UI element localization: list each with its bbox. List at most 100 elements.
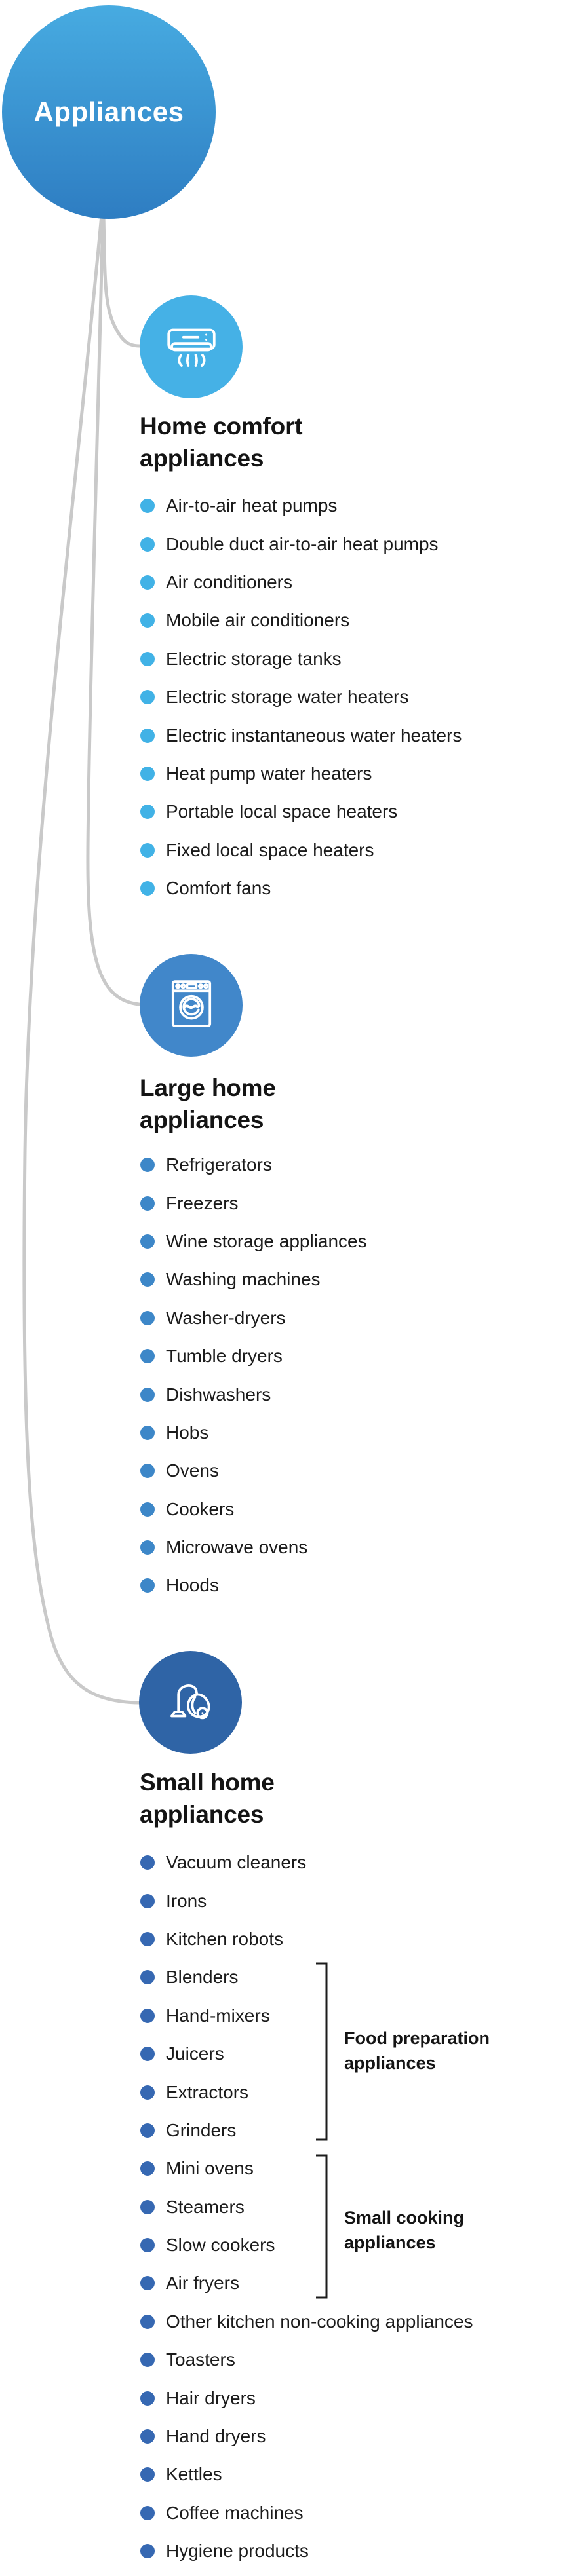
item-label: Steamers <box>166 2196 245 2217</box>
list-item: Portable local space heaters <box>140 793 462 831</box>
small-cooking-bracket <box>316 2154 328 2299</box>
group-brackets <box>316 1962 328 2299</box>
list-item: Tumble dryers <box>140 1337 367 1375</box>
list-item: Mini ovens <box>140 2150 473 2188</box>
item-label: Hand-mixers <box>166 2005 270 2026</box>
item-label: Air-to-air heat pumps <box>166 495 338 516</box>
bullet-icon <box>140 2391 155 2406</box>
list-item: Other kitchen non-cooking appliances <box>140 2303 473 2341</box>
bullet-icon <box>140 766 155 781</box>
item-label: Coffee machines <box>166 2502 304 2523</box>
home-comfort-node <box>140 295 243 398</box>
list-item: Hand dryers <box>140 2417 473 2455</box>
item-label: Electric storage tanks <box>166 648 342 669</box>
branch-to-small-home <box>22 213 141 1705</box>
root-node-appliances: Appliances <box>2 5 216 219</box>
item-label: Electric instantaneous water heaters <box>166 725 462 746</box>
bullet-icon <box>140 651 155 666</box>
item-label: Electric storage water heaters <box>166 687 409 708</box>
list-item: Mobile air conditioners <box>140 601 462 639</box>
bullet-icon <box>140 2161 155 2176</box>
bullet-icon <box>140 1196 155 1211</box>
item-label: Double duct air-to-air heat pumps <box>166 533 439 554</box>
branch-to-home-comfort <box>102 213 142 348</box>
bullet-icon <box>140 2238 155 2253</box>
item-label: Washer-dryers <box>166 1307 286 1328</box>
list-item: Air fryers <box>140 2264 473 2302</box>
list-item: Extractors <box>140 2073 473 2111</box>
bullet-icon <box>140 1272 155 1287</box>
bullet-icon <box>140 575 155 590</box>
list-item: Electric storage water heaters <box>140 678 462 716</box>
bullet-icon <box>140 728 155 743</box>
food-preparation-bracket <box>316 1962 328 2141</box>
item-label: Ovens <box>166 1460 219 1481</box>
item-label: Air conditioners <box>166 571 292 592</box>
large-home-node <box>140 954 243 1057</box>
item-label: Hygiene products <box>166 2541 309 2562</box>
bullet-icon <box>140 1540 155 1555</box>
list-item: Hand-mixers <box>140 1997 473 2035</box>
list-item: Kettles <box>140 2455 473 2493</box>
vacuum-cleaner-icon <box>160 1670 222 1735</box>
item-label: Hoods <box>166 1575 219 1596</box>
bullet-icon <box>140 2544 155 2559</box>
section-title-home-comfort: Home comfort appliances <box>140 413 303 472</box>
list-item: Washer-dryers <box>140 1299 367 1337</box>
list-item: Microwave ovens <box>140 1528 367 1566</box>
list-item: Hobs <box>140 1414 367 1452</box>
bullet-icon <box>140 613 155 628</box>
item-label: Mobile air conditioners <box>166 610 350 631</box>
list-item: Fixed local space heaters <box>140 831 462 869</box>
item-label: Extractors <box>166 2081 249 2102</box>
list-item: Coffee machines <box>140 2494 473 2532</box>
list-item: Electric instantaneous water heaters <box>140 716 462 754</box>
item-label: Other kitchen non-cooking appliances <box>166 2311 473 2332</box>
bullet-icon <box>140 499 155 514</box>
list-item: Hoods <box>140 1566 367 1604</box>
bullet-icon <box>140 843 155 858</box>
item-label: Cookers <box>166 1498 235 1519</box>
bullet-icon <box>140 1234 155 1249</box>
bullet-icon <box>140 1502 155 1517</box>
bullet-icon <box>140 881 155 896</box>
item-label: Slow cookers <box>166 2235 275 2256</box>
bullet-icon <box>140 2467 155 2482</box>
bullet-icon <box>140 1425 155 1440</box>
bullet-icon <box>140 1349 155 1364</box>
bullet-icon <box>140 1578 155 1593</box>
list-item: Irons <box>140 1882 473 1920</box>
item-label: Washing machines <box>166 1269 321 1290</box>
bullet-icon <box>140 2008 155 2023</box>
bullet-icon <box>140 1970 155 1985</box>
item-label: Wine storage appliances <box>166 1230 367 1251</box>
item-label: Hand dryers <box>166 2426 266 2447</box>
bullet-icon <box>140 1893 155 1908</box>
washing-machine-icon <box>161 973 222 1038</box>
item-label: Dishwashers <box>166 1384 271 1405</box>
list-item: Wine storage appliances <box>140 1222 367 1260</box>
item-label: Tumble dryers <box>166 1346 283 1367</box>
item-label: Portable local space heaters <box>166 801 398 822</box>
section-title-large-home: Large home appliances <box>140 1074 276 1133</box>
item-label: Mini ovens <box>166 2158 254 2179</box>
list-item: Air-to-air heat pumps <box>140 487 462 525</box>
bullet-icon <box>140 805 155 820</box>
list-item: Dishwashers <box>140 1375 367 1413</box>
bullet-icon <box>140 2123 155 2138</box>
list-item: Ovens <box>140 1452 367 1490</box>
list-item: Electric storage tanks <box>140 640 462 678</box>
food-preparation-group-label: Food preparation appliances <box>344 2028 490 2073</box>
item-label: Kitchen robots <box>166 1928 283 1949</box>
list-item: Toasters <box>140 2341 473 2379</box>
list-item: Slow cookers <box>140 2226 473 2264</box>
bullet-icon <box>140 1310 155 1325</box>
item-label: Blenders <box>166 1967 239 1988</box>
item-label: Irons <box>166 1890 207 1911</box>
section-title-small-home: Small home appliances <box>140 1769 275 1828</box>
bullet-icon <box>140 690 155 705</box>
bullet-icon <box>140 2353 155 2368</box>
list-item: Steamers <box>140 2188 473 2226</box>
